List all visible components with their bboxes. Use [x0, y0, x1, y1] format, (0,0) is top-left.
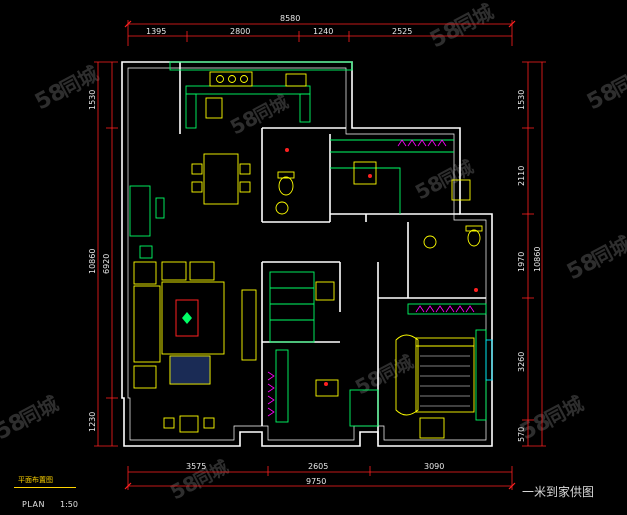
image-credit: 一米到家供图 — [522, 485, 595, 499]
dim-left-total: 10860 — [88, 249, 97, 274]
dim-right-seg-5: 570 — [517, 427, 526, 442]
dim-right-seg-1: 1530 — [517, 90, 526, 110]
drawing-title: 平面布置图 — [18, 476, 53, 484]
watermark-text: 同城 — [250, 91, 292, 127]
dimension-labels: 8580 1395 2800 1240 2525 3575 2605 3090 … — [88, 14, 542, 486]
fixtures — [129, 61, 493, 427]
living-rug — [169, 299, 211, 385]
dim-left-seg-1: 1530 — [88, 90, 97, 110]
watermark-text: 同城 — [541, 391, 588, 431]
furniture — [133, 71, 483, 439]
dim-right-seg-3: 1970 — [517, 252, 526, 272]
dim-bottom-seg-1: 3575 — [186, 462, 206, 471]
dim-bottom-seg-2: 2605 — [308, 462, 328, 471]
dim-top-seg-1: 1395 — [146, 27, 166, 36]
dim-right-seg-2: 2110 — [517, 166, 526, 186]
dim-bottom-seg-3: 3090 — [424, 462, 444, 471]
bed-pattern — [420, 355, 470, 407]
dimension-lines — [94, 20, 546, 490]
watermark-text: 同城 — [16, 391, 63, 431]
dim-top-seg-3: 1240 — [313, 27, 333, 36]
dim-top-seg-4: 2525 — [392, 27, 412, 36]
dim-left-seg-2: 1230 — [88, 412, 97, 432]
dim-bottom-total: 9750 — [306, 477, 326, 486]
watermark-text: 同城 — [435, 156, 477, 192]
walls — [121, 61, 493, 447]
dim-left-inner: 6920 — [102, 254, 111, 274]
dim-top-seg-2: 2800 — [230, 27, 250, 36]
electrical-marks — [285, 148, 478, 386]
dim-top-total: 8580 — [280, 14, 300, 23]
wardrobe-hangers — [267, 139, 475, 417]
title-underline — [14, 487, 76, 488]
dim-right-total: 10860 — [533, 247, 542, 272]
plan-label: PLAN — [22, 500, 45, 509]
dim-right-seg-4: 3260 — [517, 352, 526, 372]
scale-label: 1:50 — [60, 500, 78, 509]
